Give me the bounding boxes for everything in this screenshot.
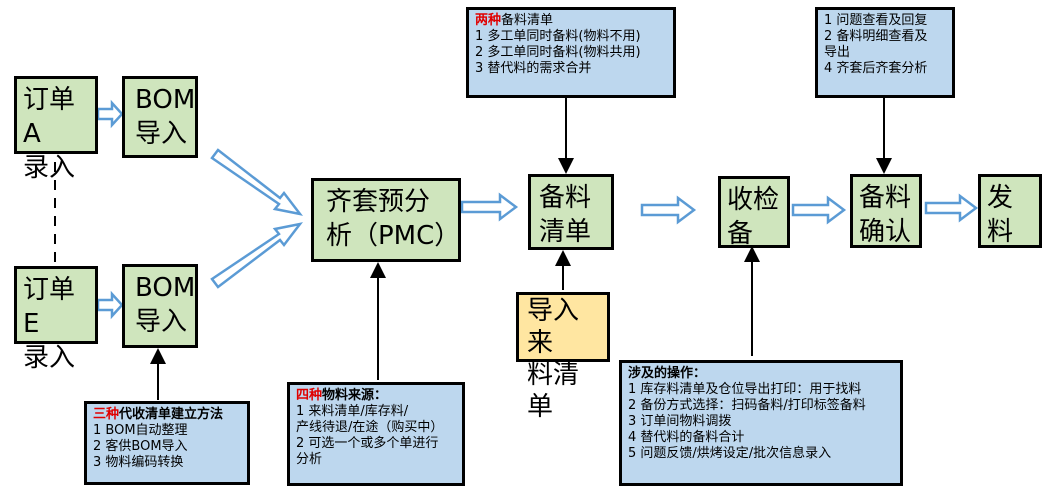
arrow-bom-top-to-pmc [210,148,303,216]
node-pick-list: 备料 清单 [528,174,614,250]
arrow-pmc-to-pick [460,192,519,222]
node-bom-import-top: BOM 导入 [122,76,198,158]
node-pmc-analysis: 齐套预分 析（PMC） [311,178,461,262]
note-operations: 涉及的操作： 1 库存料清单及仓位导出打印：用于找料 2 备份方式选择：扫码备料… [619,360,903,486]
note-four-material-sources: 四种物料来源： 1 来料清单/库存料/ 产线待退/在途（购买中） 2 可选一个或… [287,382,465,486]
arrow-bom-bottom-to-pmc [210,222,303,289]
node-pick-confirm: 备料 确认 [850,174,922,248]
node-order-e: 订单E 录入 [14,266,98,373]
note-three-list-methods: 三种代收清单建立方法 1 BOM自动整理 2 客供BOM导入 3 物料编码转换 [84,401,250,485]
node-import-receipt-list: 导入来 料清单 [516,292,610,422]
note-two-pick-list-types: 两种备料清单 1 多工单同时备料(物料不用) 2 多工单同时备料(物料共用) 3… [466,7,676,98]
node-receive-inspect: 收检 备 [718,176,790,249]
node-order-a: 订单A 录入 [14,76,98,183]
node-bom-import-bottom: BOM 导入 [122,264,198,348]
arrow-pick-to-receive [640,195,697,225]
node-issue-material: 发料 [978,174,1042,248]
arrow-confirm-to-issue [924,193,979,223]
arrow-receive-to-confirm [791,195,847,225]
note-review-actions: 1 问题查看及回复 2 备料明细查看及 导出 4 齐套后齐套分析 [815,7,955,98]
arrow-order-e-to-bom [96,290,124,320]
arrow-order-a-to-bom [96,99,124,129]
